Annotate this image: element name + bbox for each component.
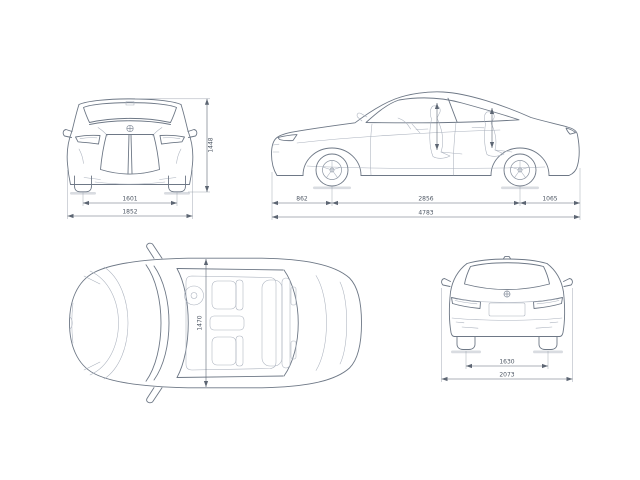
dim-label-interior-width: 1470	[197, 315, 204, 330]
dim-label-rear-track: 1630	[499, 358, 514, 365]
front-dimension-width: 1852	[67, 170, 193, 219]
front-headlights	[75, 134, 185, 145]
side-headlight	[277, 134, 298, 142]
front-bumper-details	[78, 148, 182, 185]
dim-label-rear-overhang: 1065	[542, 195, 557, 202]
dim-label-front-track: 1601	[122, 195, 137, 202]
rear-wheels	[456, 336, 558, 350]
side-front-wheel	[315, 153, 349, 187]
rear-body	[448, 255, 566, 337]
rear-dimension-mirror-width: 2073	[441, 288, 573, 382]
rear-view: 1630 2073	[441, 255, 573, 382]
top-view: 1470	[69, 242, 362, 404]
dim-label-front-height: 1448	[208, 137, 215, 152]
dim-label-rear-mirror-width: 2073	[499, 371, 514, 378]
side-taillight	[565, 127, 576, 135]
front-dimension-track: 1601	[82, 192, 178, 206]
top-hood-lines	[69, 266, 129, 380]
dim-label-wheelbase: 2856	[418, 195, 433, 202]
dim-label-front-overhang: 862	[296, 195, 308, 202]
bmw-roundel-icon	[126, 124, 134, 133]
rear-trunk-and-bumper	[451, 298, 563, 329]
top-dimension-interior-width: 1470	[197, 259, 209, 387]
side-body-details	[272, 112, 546, 176]
front-view: 1448 1601 1852	[62, 98, 215, 219]
front-dimension-height: 1448	[135, 98, 215, 193]
dim-label-overall-length: 4783	[418, 209, 433, 216]
side-interior-dimension-lines	[434, 103, 495, 150]
top-interior	[184, 277, 297, 369]
rear-taillights	[451, 297, 563, 309]
side-body	[271, 91, 580, 176]
side-dimension-length: 4783	[272, 209, 580, 220]
rear-bmw-roundel-icon	[503, 290, 511, 298]
front-kidney-grille	[100, 134, 160, 175]
side-view: 862 2856 1065 4783	[271, 91, 581, 220]
front-body	[66, 98, 194, 185]
top-glasshouse	[145, 264, 299, 382]
side-rear-wheel	[503, 153, 537, 187]
top-rear-deck-lines	[185, 275, 348, 371]
top-mirrors	[146, 242, 163, 404]
dim-label-front-width: 1852	[122, 208, 137, 215]
top-body-outline	[69, 257, 362, 389]
front-mirrors	[62, 129, 198, 138]
steering-wheel	[184, 285, 204, 306]
front-hood-creases	[97, 101, 163, 137]
front-wheels	[74, 175, 186, 193]
side-dimension-row: 862 2856 1065	[271, 168, 581, 220]
rear-mirrors	[441, 278, 573, 287]
rear-dimension-track: 1630	[465, 351, 549, 369]
